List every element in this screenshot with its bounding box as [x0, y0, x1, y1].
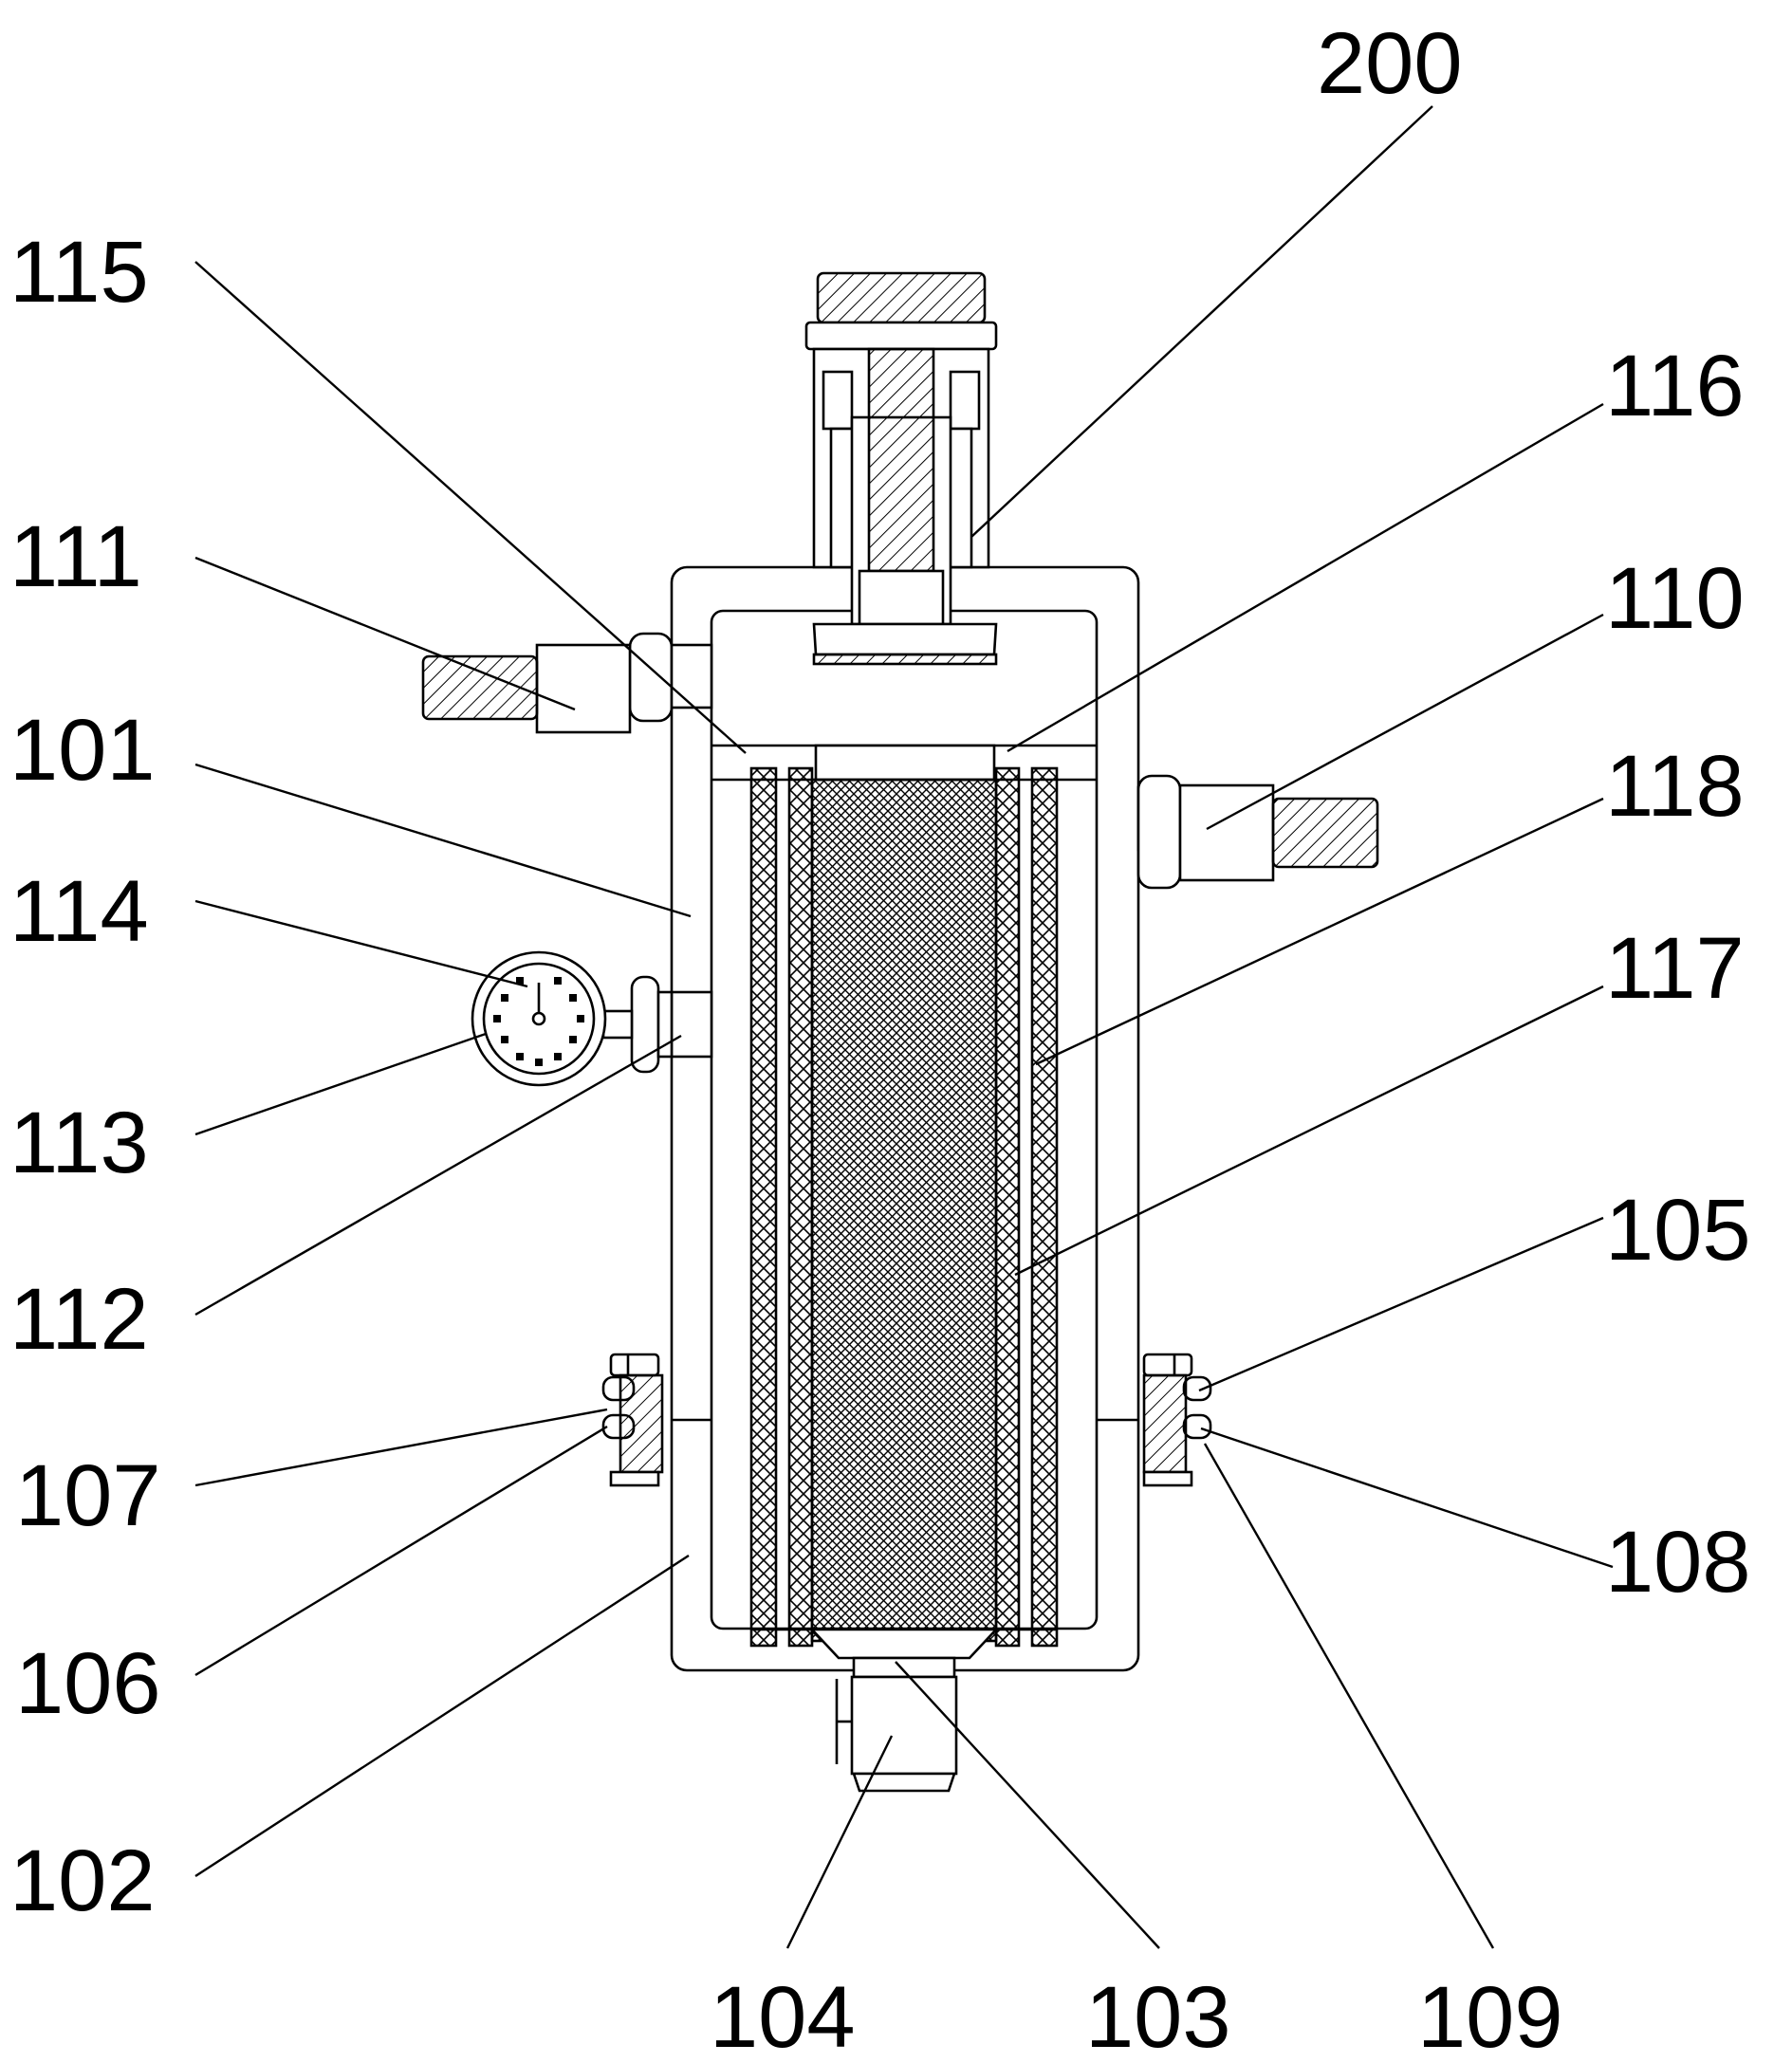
filter-wall-right-inner	[996, 768, 1019, 1646]
label-112: 112	[9, 1271, 149, 1368]
label-110: 110	[1605, 550, 1745, 647]
top-screw	[869, 349, 933, 571]
port-right-plug	[1273, 799, 1377, 867]
top-side-block-left	[823, 372, 852, 429]
top-side-block-right	[951, 372, 979, 429]
filter-wall-left-inner	[789, 768, 812, 1646]
top-cap	[806, 322, 996, 349]
outlet-neck	[854, 1658, 954, 1677]
label-108: 108	[1605, 1514, 1751, 1611]
label-104: 104	[710, 1969, 856, 2063]
label-115: 115	[9, 224, 149, 321]
label-107: 107	[15, 1447, 161, 1544]
port-left-body	[537, 645, 630, 732]
label-105: 105	[1605, 1182, 1751, 1279]
label-103: 103	[1085, 1969, 1231, 2063]
port-left-neck	[672, 645, 711, 708]
outlet-cone	[812, 1630, 996, 1658]
top-slider	[859, 571, 943, 624]
port-left-collar	[630, 634, 672, 721]
clamp-right	[1144, 1354, 1210, 1485]
top-rail-left	[831, 429, 854, 567]
label-116: 116	[1605, 338, 1745, 434]
filter-core	[812, 780, 996, 1641]
label-109: 109	[1417, 1969, 1563, 2063]
label-106: 106	[15, 1635, 161, 1732]
label-111: 111	[9, 508, 142, 605]
top-rail-right	[949, 429, 971, 567]
label-102: 102	[9, 1833, 156, 1929]
gauge-hub	[533, 1013, 545, 1024]
outlet-valve-body	[852, 1677, 956, 1774]
top-press-pad	[814, 654, 996, 664]
gauge-stem	[603, 1011, 632, 1038]
label-118: 118	[1605, 738, 1745, 835]
label-114: 114	[9, 863, 149, 960]
top-knob[interactable]	[818, 273, 985, 322]
label-200: 200	[1317, 15, 1463, 112]
port-right-collar	[1138, 776, 1180, 888]
label-113: 113	[9, 1095, 149, 1191]
filter-wall-right-outer	[1032, 768, 1057, 1646]
top-press-plate	[814, 624, 996, 654]
clamp-left	[603, 1354, 662, 1485]
gauge-port-neck	[672, 992, 711, 1057]
label-101: 101	[9, 702, 156, 799]
label-117: 117	[1605, 920, 1745, 1017]
top-plate-center	[816, 746, 994, 780]
filter-wall-left-outer	[751, 768, 776, 1646]
